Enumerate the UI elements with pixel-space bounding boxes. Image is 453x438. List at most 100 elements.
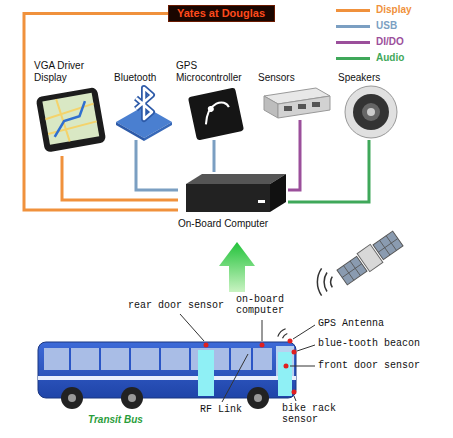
legend-swatch [336, 41, 370, 44]
cable-line [288, 140, 369, 202]
display-icon-part [42, 93, 99, 145]
transit-bus-part [70, 348, 252, 370]
device-label: VGA Driver Display [34, 60, 114, 84]
legend-swatch [336, 57, 370, 60]
computer-box [186, 174, 286, 212]
transit-bus-part [288, 339, 293, 344]
computer-box-part [186, 174, 286, 184]
computer-box-part [186, 184, 270, 212]
upload-arrow-part [219, 242, 255, 292]
transit-bus-part [292, 350, 297, 355]
device-node: Sensors [258, 58, 332, 120]
display-icon-part [36, 87, 107, 153]
antenna-waves-part [283, 334, 288, 339]
transit-bus-part [284, 364, 289, 369]
leader-lines [180, 314, 315, 402]
leader-lines-part [297, 345, 315, 351]
gps-chip [188, 87, 244, 140]
transit-bus-part [260, 343, 265, 348]
leader-lines-part [262, 320, 263, 341]
device-label: Bluetooth [114, 72, 174, 84]
speaker-icon [345, 86, 397, 138]
leader-lines-part [180, 314, 204, 341]
satellite-icon [336, 229, 404, 286]
speaker-icon-part [367, 108, 375, 116]
sensor-box-part [284, 106, 292, 111]
transit-bus-part [44, 348, 272, 370]
device-node: Bluetooth [114, 58, 174, 140]
label-area: Speakers [338, 58, 404, 84]
icon-area [178, 172, 288, 216]
speaker-icon-part [345, 86, 397, 138]
device-label: Sensors [258, 72, 332, 84]
sensor-box-part [312, 102, 320, 107]
leader-lines-part [294, 396, 296, 401]
transit-bus-part [198, 350, 214, 396]
cable-line [213, 140, 216, 172]
computer-box-part [270, 174, 286, 212]
satellite-icon-part [337, 231, 403, 285]
transit-bus-part [278, 352, 292, 396]
legend-swatch [336, 9, 370, 12]
sensor-box-part [264, 96, 278, 118]
sensor-box-part [298, 104, 306, 109]
legend-entry: Audio [336, 52, 404, 64]
speaker-icon-part [362, 103, 380, 121]
legend-swatch [336, 25, 370, 28]
signal-waves [317, 268, 332, 295]
label-area: On-Board Computer [178, 216, 288, 230]
gps-chip-part [202, 101, 231, 124]
transit-bus-part [292, 390, 297, 395]
label-area: GPS Microcontroller [176, 58, 256, 84]
icon-area [114, 84, 174, 140]
device-label: GPS Microcontroller [176, 60, 256, 84]
label-area: VGA Driver Display [34, 58, 114, 84]
legend-label: DI/DO [376, 36, 404, 48]
device-label: Speakers [338, 72, 404, 84]
cable-line [62, 156, 178, 200]
legend-label: USB [376, 20, 397, 32]
device-node: Speakers [338, 58, 404, 140]
callout-label: front door sensor [318, 360, 420, 371]
leader-lines-part [293, 325, 315, 339]
bluetooth-icon-part [116, 122, 144, 141]
legend-entry: DI/DO [336, 36, 404, 48]
cable-line [136, 140, 178, 190]
callout-label: RF Link [200, 404, 242, 415]
speaker-icon-part [353, 94, 389, 130]
device-node: VGA Driver Display [34, 58, 114, 156]
device-label: On-Board Computer [178, 218, 288, 230]
transit-bus-part [204, 343, 209, 348]
cable-line [288, 120, 300, 190]
transit-bus-part [61, 387, 83, 409]
icon-area [34, 84, 114, 156]
satellite-icon-part [357, 244, 383, 271]
bluetooth-icon [116, 88, 172, 141]
legend-entry: Display [336, 4, 412, 16]
legend-label: Display [376, 4, 412, 16]
transit-bus-part [247, 387, 269, 409]
icon-area [338, 84, 404, 140]
figure-caption: Transit Bus [88, 414, 143, 425]
gps-chip-part [207, 105, 214, 112]
antenna-waves-part [278, 329, 286, 337]
legend-entry: USB [336, 20, 397, 32]
cable-line [24, 14, 178, 211]
upload-arrow [219, 242, 255, 292]
bluetooth-icon-part [144, 122, 172, 141]
antenna-waves [278, 329, 288, 339]
computer-box-part [258, 200, 265, 203]
display-icon-part [42, 93, 99, 145]
signal-waves-part [317, 268, 321, 295]
legend-label: Audio [376, 52, 404, 64]
icon-area [258, 84, 332, 120]
device-node: GPS Microcontroller [176, 58, 256, 140]
display-icon [36, 87, 107, 153]
gps-chip-part [188, 87, 244, 140]
icon-area [176, 84, 256, 140]
callout-label: blue-tooth beacon [318, 338, 420, 349]
leader-lines-part [222, 354, 248, 402]
transit-bus-part [254, 394, 262, 402]
